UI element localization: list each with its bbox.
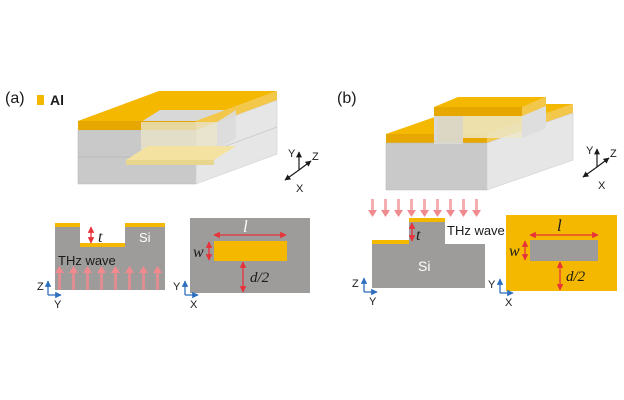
si-label-a: Si [139, 230, 151, 245]
axis-b-z: Z [610, 148, 617, 160]
axis-a-x: X [296, 183, 304, 195]
length-a: l [243, 217, 248, 236]
axis-b-y: Y [586, 145, 594, 157]
cross-section-a-zy: t Si THz wave [55, 223, 165, 290]
offset-b: d/2 [566, 269, 586, 285]
axis-yx-b: Y X [488, 278, 514, 309]
thickness-a: t [98, 229, 103, 246]
axis-triad-a: Y Z X [284, 148, 319, 195]
width-b: w [509, 243, 520, 260]
al-legend-swatch [37, 95, 44, 105]
axis-zy-b: Z Y [352, 277, 378, 308]
panel-b-tag: (b) [337, 90, 357, 107]
panel-a: (a) Al [5, 90, 319, 311]
panel-a-tag: (a) [5, 90, 25, 107]
axis-b-x3: X [505, 297, 513, 309]
axis-a-y2: Y [54, 299, 62, 311]
top-view-a-yx: l w d/2 [190, 217, 310, 293]
axis-a-y3: Y [173, 281, 181, 293]
thz-wave-arrows-b [368, 199, 481, 217]
thz-wave-label-a: THz wave [58, 253, 116, 268]
axis-triad-b: Y Z X [582, 145, 617, 192]
top-view-b-yx: l w d/2 [506, 215, 617, 291]
thz-wave-arrows-a [55, 266, 162, 290]
axis-b-y3: Y [488, 279, 496, 291]
axis-yx-a: Y X [173, 280, 199, 311]
device-a-3d [77, 91, 278, 185]
axis-zy-a: Z Y [37, 280, 62, 311]
thickness-b: t [416, 227, 421, 244]
offset-a: d/2 [250, 270, 270, 286]
thz-wave-label-b: THz wave [447, 223, 505, 238]
width-a: w [193, 244, 204, 261]
si-label-b: Si [418, 258, 430, 274]
axis-a-x3: X [190, 299, 198, 311]
device-b-3d [385, 97, 574, 191]
axis-b-z2: Z [352, 278, 359, 290]
axis-a-z2: Z [37, 281, 44, 293]
axis-a-z: Z [312, 151, 319, 163]
axis-a-y: Y [288, 148, 296, 160]
axis-b-y2: Y [369, 296, 377, 308]
axis-b-x: X [598, 180, 606, 192]
al-legend-label: Al [50, 92, 64, 108]
length-b: l [557, 216, 562, 235]
panel-b: (b) Y Z X [337, 90, 617, 309]
cross-section-b-zy: t THz wave Si [372, 218, 505, 288]
